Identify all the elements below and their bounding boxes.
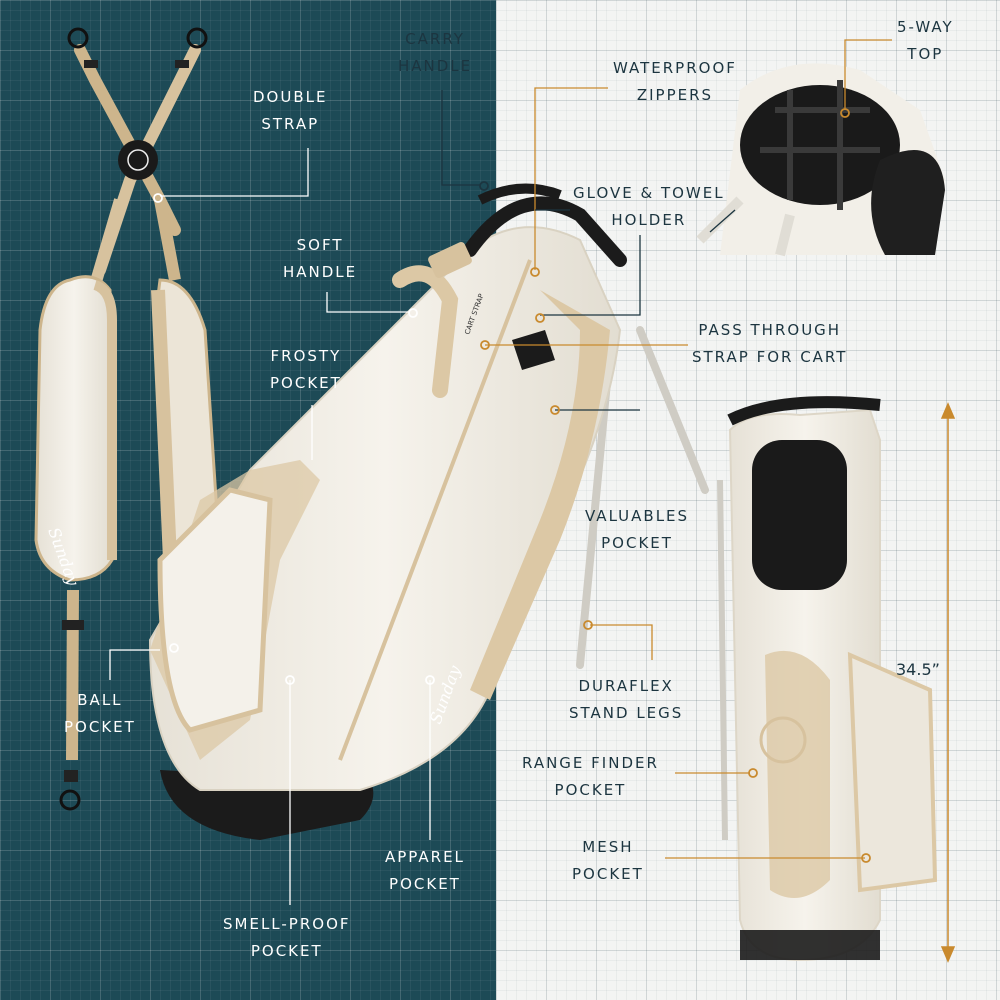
leader-lines <box>109 39 892 905</box>
golf-bag-icon <box>148 183 709 840</box>
bag-top-inset-icon <box>696 63 945 257</box>
height-measure-arrow <box>940 402 956 963</box>
leader-dots <box>153 108 871 863</box>
bag-height-measurement: 34.5” <box>896 660 940 679</box>
double-strap-icon <box>34 27 222 811</box>
standing-bag-icon <box>717 396 938 962</box>
